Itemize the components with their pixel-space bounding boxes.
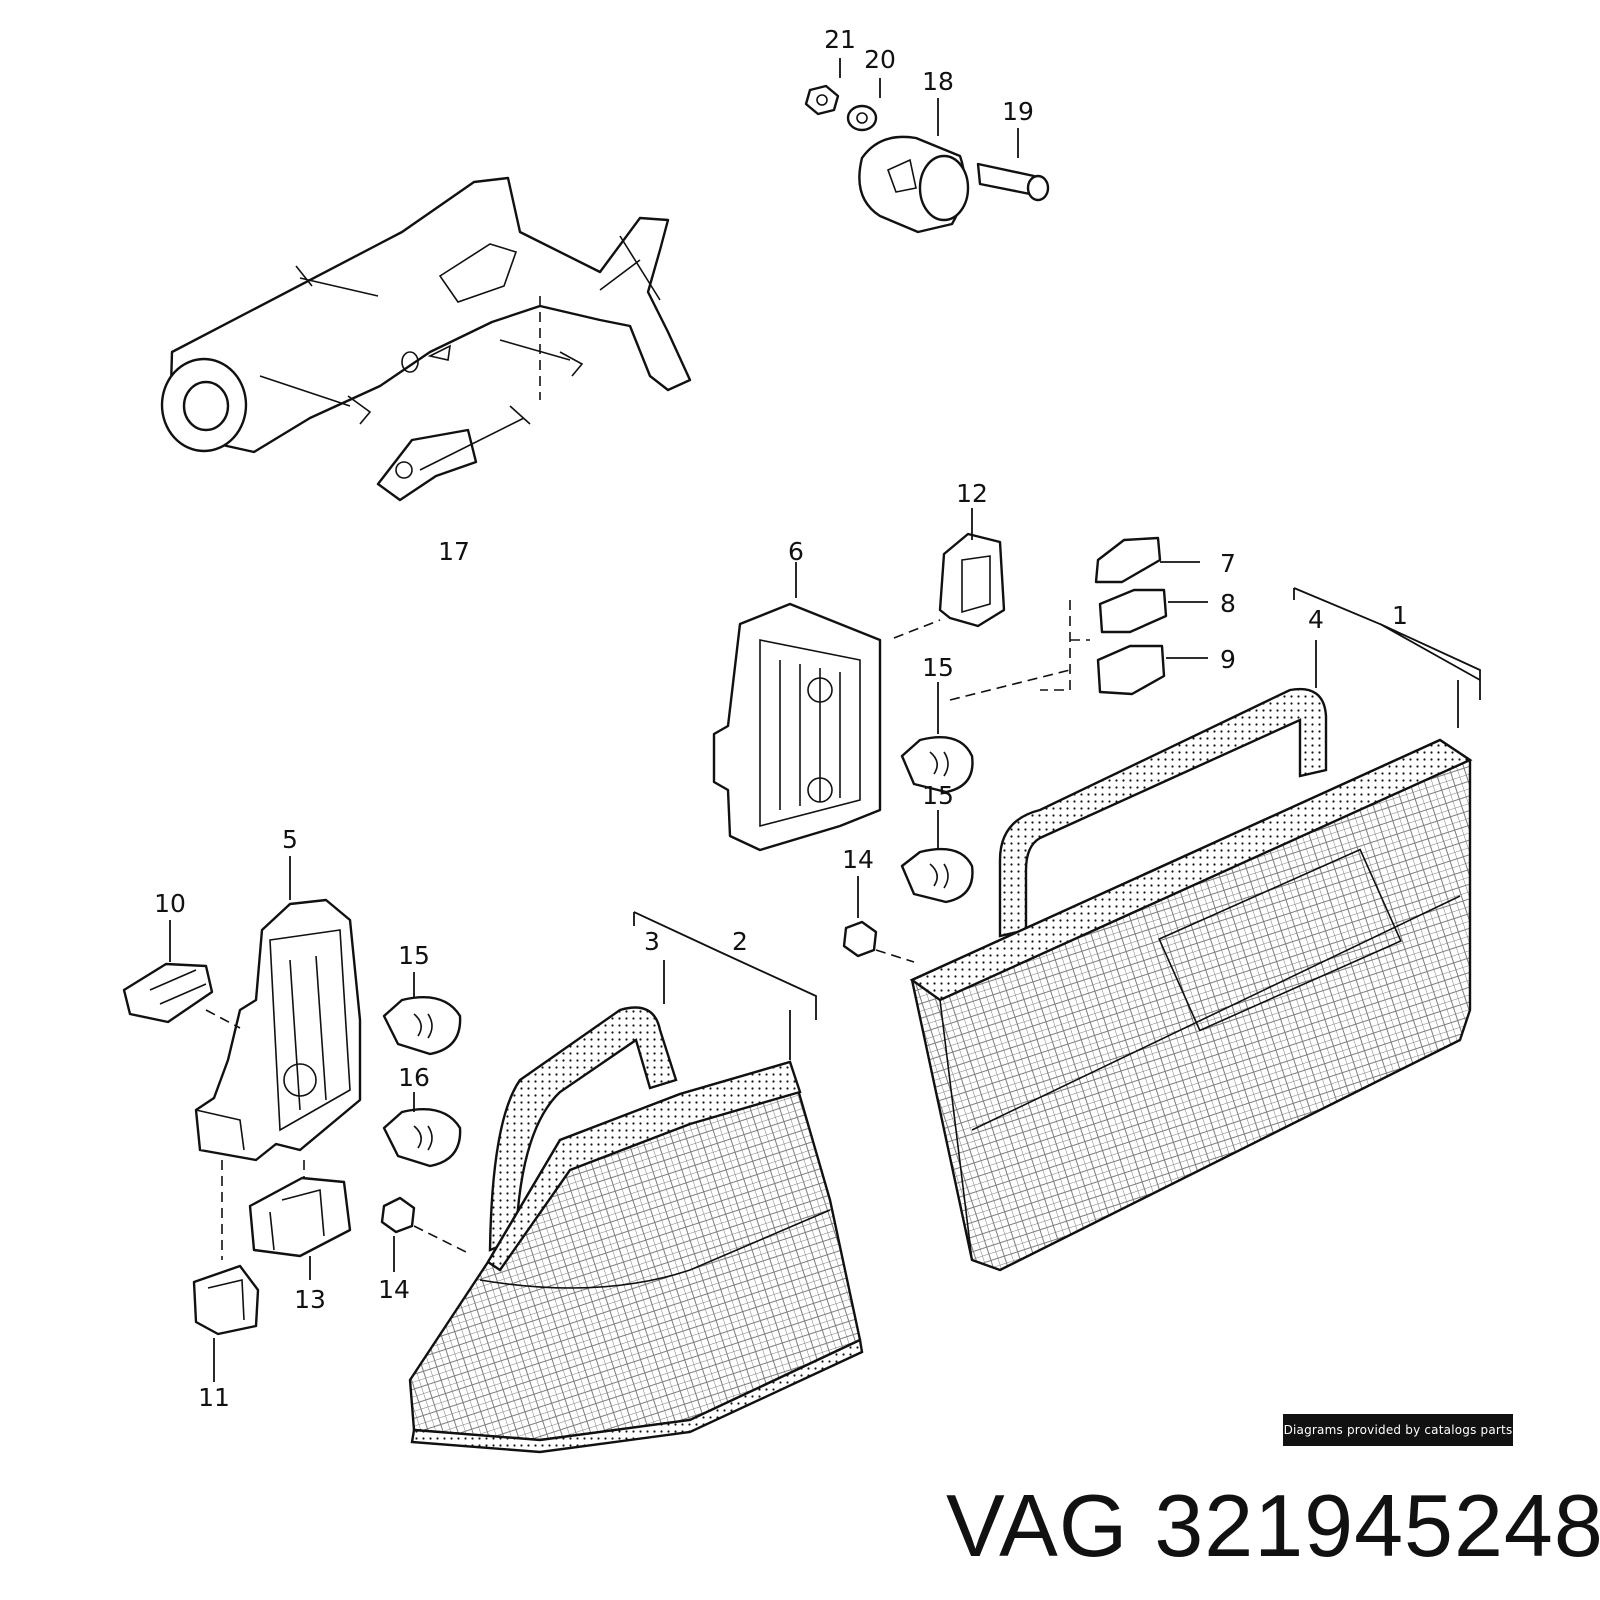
callout-9: 9 — [1220, 645, 1236, 674]
leader-dash-12 — [893, 619, 941, 639]
callout-19: 19 — [1002, 97, 1034, 126]
mounting-bracket-part-17 — [160, 176, 692, 502]
terminal-part-8 — [1098, 588, 1168, 634]
callout-10: 10 — [154, 889, 186, 918]
callout-11: 11 — [198, 1383, 230, 1412]
clip-part-12 — [938, 532, 1006, 628]
callout-14-lower: 14 — [378, 1275, 410, 1304]
bulb-part-15-middle — [900, 847, 974, 904]
washer-part-20 — [846, 104, 878, 132]
callout-15-middle: 15 — [922, 781, 954, 810]
bulb-part-16 — [382, 1108, 462, 1168]
callout-3: 3 — [644, 927, 660, 956]
callout-1: 1 — [1392, 601, 1408, 630]
gasket-part-4 — [998, 687, 1328, 938]
screw-part-19 — [976, 162, 1050, 202]
callout-12: 12 — [956, 479, 988, 508]
bulb-holder-part-6 — [712, 602, 882, 852]
callout-16: 16 — [398, 1063, 430, 1092]
nut-part-14-lower — [380, 1196, 471, 1255]
tail-light-lens-part-1 — [909, 738, 1473, 1272]
callout-15-lower: 15 — [398, 941, 430, 970]
clip-part-13 — [248, 1176, 352, 1258]
leader-lines — [169, 58, 1481, 1382]
leader-dash-15a — [949, 669, 1071, 701]
clip-part-10 — [122, 962, 241, 1029]
callout-18: 18 — [922, 67, 954, 96]
callout-6: 6 — [788, 537, 804, 566]
callout-7: 7 — [1220, 549, 1236, 578]
terminal-group-bracket — [1040, 600, 1090, 691]
callout-5: 5 — [282, 825, 298, 854]
callout-20: 20 — [864, 45, 896, 74]
bulb-socket-part-18 — [858, 135, 970, 234]
nut-part-21 — [804, 84, 840, 116]
callout-17: 17 — [438, 537, 470, 566]
tail-light-lens-part-2 — [408, 1060, 864, 1454]
bulb-holder-part-5 — [194, 898, 362, 1162]
nut-part-14-upper — [842, 920, 915, 963]
callout-8: 8 — [1220, 589, 1236, 618]
callout-4: 4 — [1308, 605, 1324, 634]
callout-labels: 1 2 3 4 5 6 7 8 9 10 11 12 13 14 14 15 1… — [154, 25, 1408, 1412]
callout-2: 2 — [732, 927, 748, 956]
diagram-credit-badge: Diagrams provided by catalogs parts — [1283, 1414, 1513, 1446]
part-number: 321945248 — [1154, 1476, 1600, 1575]
terminal-part-9 — [1096, 644, 1166, 696]
clip-part-11 — [192, 1264, 260, 1336]
callout-15-upper: 15 — [922, 653, 954, 682]
callout-21: 21 — [824, 25, 856, 54]
callout-14-upper: 14 — [842, 845, 874, 874]
terminal-part-7 — [1094, 536, 1162, 584]
bulb-part-15-lower — [382, 996, 462, 1056]
brand-name: VAG — [946, 1476, 1129, 1575]
callout-13: 13 — [294, 1285, 326, 1314]
bulb-part-15-upper — [900, 736, 974, 794]
part-number-title: VAG 321945248 — [946, 1476, 1600, 1576]
